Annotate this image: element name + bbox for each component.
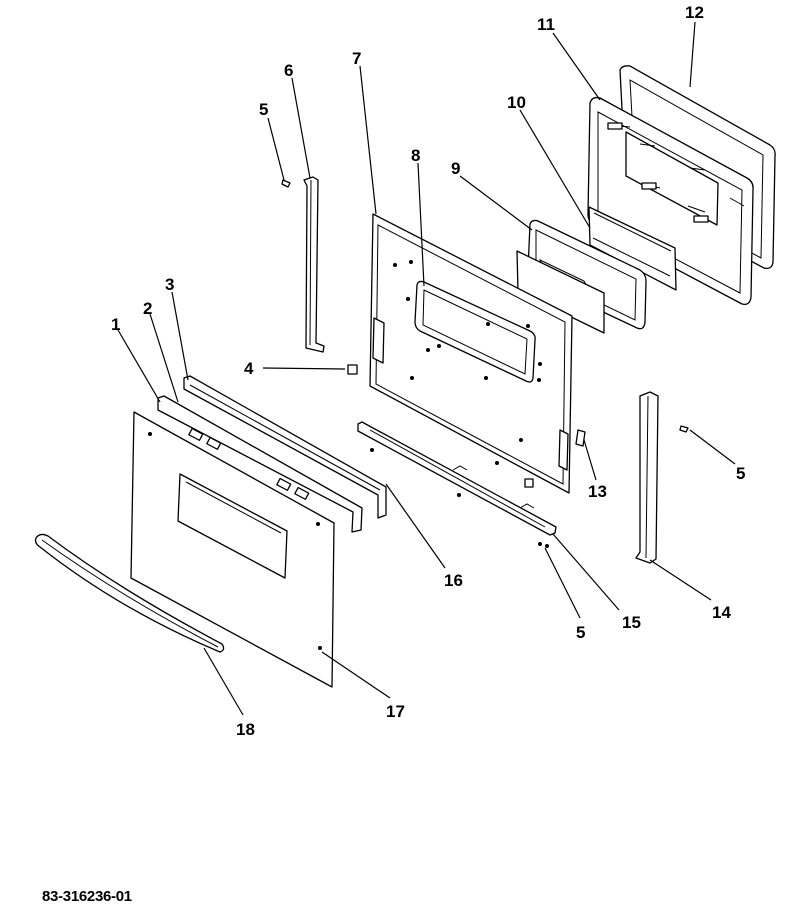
callout-3: 3 [165, 275, 174, 294]
callout-2: 2 [143, 299, 152, 318]
part-4-clip [347, 364, 358, 375]
callout-5-right: 5 [736, 464, 745, 483]
part-5-screws [281, 179, 689, 548]
callout-15: 15 [622, 613, 641, 632]
callout-5-bottom: 5 [576, 623, 585, 642]
part-11-inner-door-panel [587, 96, 754, 305]
part-3-top-trim [183, 375, 387, 519]
callout-5-top: 5 [259, 100, 268, 119]
callout-1: 1 [111, 315, 120, 334]
leader-lines [117, 21, 736, 716]
callout-18: 18 [236, 720, 255, 739]
callout-labels: 1 2 3 4 5 5 5 6 7 8 9 10 11 12 13 14 15 … [111, 3, 745, 739]
callout-6: 6 [284, 61, 293, 80]
part-10-glass-panel [588, 206, 677, 291]
part-9-glass-pane [516, 250, 605, 334]
part-18-handle [34, 533, 225, 653]
callout-4: 4 [244, 359, 254, 378]
part-7-door-liner [369, 213, 573, 494]
part-14-right-channel [635, 391, 659, 564]
part-2-vent-trim [157, 395, 363, 533]
document-number: 83-316236-01 [42, 888, 132, 905]
callout-16: 16 [444, 571, 463, 590]
callout-17: 17 [386, 702, 405, 721]
callout-10: 10 [507, 93, 526, 112]
part-6-left-channel [303, 176, 325, 353]
part-17-outer-door-panel [130, 411, 335, 688]
part-13-pin [524, 429, 586, 488]
callout-14: 14 [712, 603, 731, 622]
callout-8: 8 [411, 146, 420, 165]
callout-12: 12 [685, 3, 704, 22]
callout-11: 11 [537, 15, 555, 34]
callout-13: 13 [588, 482, 607, 501]
part-15-vent-strip [357, 421, 557, 536]
callout-9: 9 [451, 159, 460, 178]
callout-7: 7 [352, 49, 361, 68]
